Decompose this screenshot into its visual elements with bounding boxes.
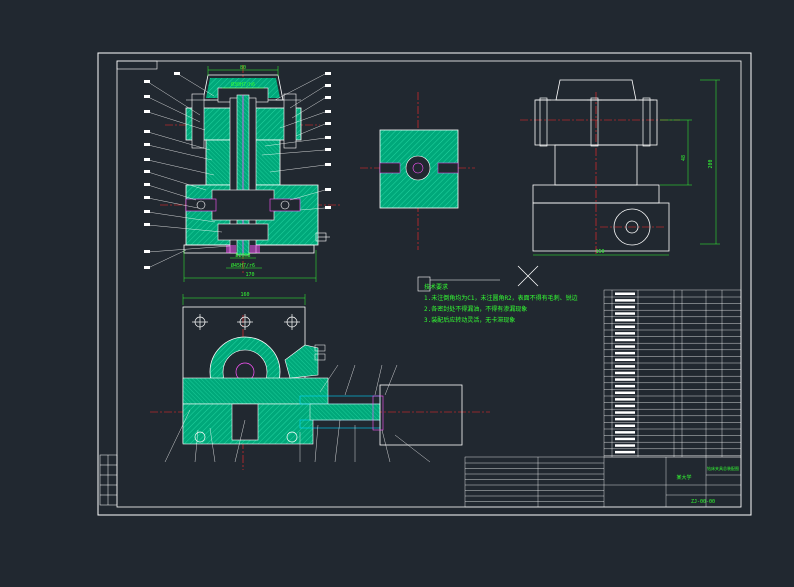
dim-top-bore: Ø30H7/h6	[231, 81, 255, 88]
technical-notes: 技术要求 1.未注倒角均为C1，未注圆角R2，表面不得有毛刺、锐边 2.各密封处…	[417, 276, 578, 324]
dim-side-width: 150	[595, 249, 604, 255]
table-cell-text	[615, 299, 635, 302]
table-cell-text	[615, 391, 635, 394]
bottom-plan-view[interactable]: 160	[150, 292, 490, 470]
notes-line-1: 1.未注倒角均为C1，未注圆角R2，表面不得有毛刺、锐边	[424, 294, 578, 302]
detail-view-middle[interactable]	[360, 92, 475, 250]
table-cell-text	[615, 358, 635, 361]
leader-lines-right	[261, 73, 326, 211]
removed-view-mark	[517, 265, 539, 287]
leader-lines-bottom	[164, 364, 431, 463]
table-cell-text	[615, 305, 635, 309]
notes-line-3: 3.装配后应转动灵活，无卡滞现象	[424, 316, 515, 324]
table-cell-text	[615, 404, 635, 408]
table-cell-text	[615, 365, 635, 368]
table-cell-text	[615, 338, 635, 342]
table-cell-text	[615, 417, 635, 421]
side-view[interactable]: 48 200 150	[520, 79, 720, 256]
notes-line-2: 2.各密封处不得漏油，不得有渗漏现象	[424, 305, 527, 313]
table-cell-text	[615, 325, 635, 328]
dim-top-width: 80	[240, 65, 246, 71]
table-cell-text	[615, 424, 635, 427]
table-cell-text	[615, 292, 635, 295]
table-cell-text	[615, 437, 635, 441]
table-cell-text	[615, 398, 635, 401]
title-company: 某大学	[676, 474, 691, 481]
table-cell-text	[615, 371, 635, 375]
table-cell-text	[615, 318, 635, 322]
leader-lines-left	[147, 73, 231, 269]
table-cell-text	[615, 332, 635, 335]
table-cell-text	[615, 411, 635, 414]
table-cell-text	[615, 345, 635, 348]
table-cell-text	[615, 384, 635, 388]
title-block[interactable]: 某大学 钻床夹具总装配图 ZJ-00-00	[464, 456, 742, 508]
dim-height-large: 200	[708, 159, 714, 168]
parts-list-table[interactable]	[603, 289, 742, 458]
dim-bottom-width: 160	[240, 292, 249, 298]
dim-height-small: 48	[681, 155, 687, 161]
part-balloons	[144, 72, 331, 269]
title-drawing-no: ZJ-00-00	[691, 499, 715, 505]
dim-bottom-bore: Ø20H8	[235, 252, 250, 259]
notes-heading: 技术要求	[424, 283, 448, 291]
table-cell-text	[615, 351, 635, 355]
table-cell-text	[615, 378, 635, 381]
table-cell-text	[615, 444, 635, 447]
dim-overall-width: 170	[245, 272, 254, 278]
main-section-view[interactable]: 80 Ø30H7/h6 Ø20H8 Ø45H7/r6 170	[144, 65, 340, 282]
title-drawing-name: 钻床夹具总装配图	[707, 465, 739, 471]
revision-strip	[99, 454, 118, 506]
table-cell-text	[615, 431, 635, 434]
drawing-frame	[97, 52, 752, 516]
table-cell-text	[615, 312, 635, 315]
dim-bottom-base: Ø45H7/r6	[231, 262, 255, 269]
table-cell-text	[615, 450, 635, 454]
